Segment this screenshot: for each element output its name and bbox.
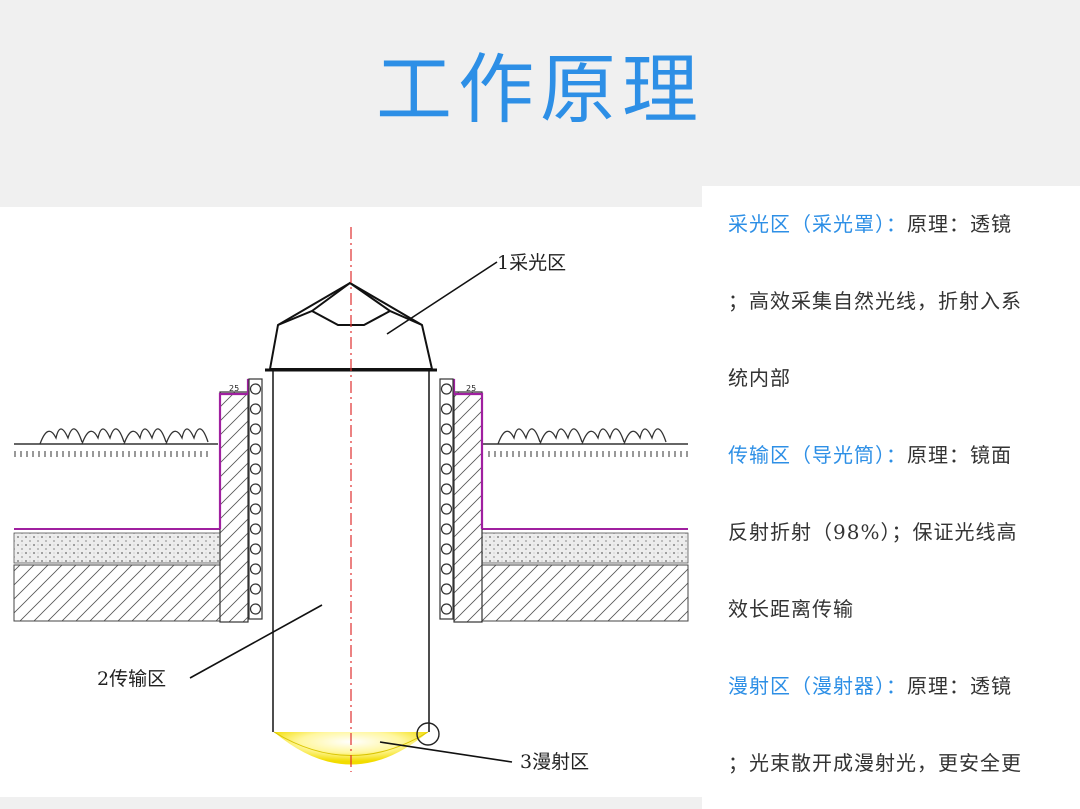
- roof-layers-right: [481, 528, 689, 622]
- collector-detail-1: ；高效采集自然光线，折射入系: [728, 289, 1022, 313]
- diffuser: [273, 722, 440, 765]
- label-diffuser: 3漫射区: [520, 751, 589, 773]
- skylight-section-drawing: 25 25 1采光区 2传输区 3漫射区: [0, 207, 702, 797]
- svg-text:25: 25: [229, 384, 239, 393]
- upstand-right: [440, 378, 484, 623]
- desc-line-1: 采光区（采光罩）：原理：透镜: [728, 208, 1012, 237]
- diffuser-heading: 漫射区（漫射器）：: [728, 674, 907, 698]
- desc-line-2: ；高效采集自然光线，折射入系: [728, 285, 1022, 314]
- desc-line-3: 统内部: [728, 362, 791, 391]
- svg-text:25: 25: [466, 384, 476, 393]
- description-panel: 采光区（采光罩）：原理：透镜 ；高效采集自然光线，折射入系 统内部 传输区（导光…: [702, 186, 1080, 809]
- diffuser-principle: 原理：透镜: [907, 674, 1012, 698]
- roof-layers-left: [13, 528, 221, 622]
- upstand-markers: 25 25: [229, 384, 476, 393]
- upstand-left: [218, 378, 262, 623]
- desc-line-8: ；光束散开成漫射光，更安全更: [728, 747, 1022, 776]
- leader-lines: [189, 261, 513, 763]
- desc-line-5: 反射折射（98%）；保证光线高: [728, 516, 1017, 545]
- collector-heading: 采光区（采光罩）：: [728, 212, 907, 236]
- transmission-detail-1: 反射折射（98%）；保证光线高: [728, 520, 1018, 544]
- insulation-coils-left: [248, 378, 263, 620]
- label-collector: 1采光区: [497, 252, 566, 274]
- light-tube: [272, 370, 430, 732]
- diffuser-detail-1: ；光束散开成漫射光，更安全更: [728, 751, 1022, 775]
- desc-line-7: 漫射区（漫射器）：原理：透镜: [728, 670, 1012, 699]
- collector-principle: 原理：透镜: [907, 212, 1012, 236]
- desc-line-6: 效长距离传输: [728, 593, 854, 622]
- transmission-heading: 传输区（导光筒）：: [728, 443, 907, 467]
- desc-line-4: 传输区（导光筒）：原理：镜面: [728, 439, 1012, 468]
- transmission-detail-2: 效长距离传输: [728, 597, 854, 621]
- section-svg: 25 25 1采光区 2传输区 3漫射区: [13, 227, 689, 773]
- ground-right: [482, 443, 688, 457]
- collector-detail-2: 统内部: [728, 366, 791, 390]
- slide-title: 工作原理: [376, 45, 704, 134]
- label-transmission: 2传输区: [97, 668, 166, 690]
- transmission-principle: 原理：镜面: [907, 443, 1012, 467]
- ground-left: [14, 443, 218, 457]
- grass: [39, 428, 667, 445]
- insulation-coils-right: [439, 378, 454, 620]
